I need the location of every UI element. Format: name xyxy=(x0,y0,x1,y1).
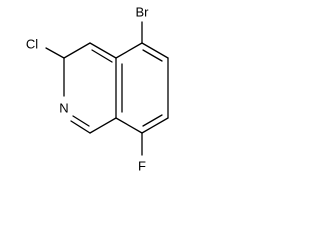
atom-label-bromine: Br xyxy=(136,5,150,20)
bond-c4a-c5 xyxy=(115,42,143,59)
bond-c4-c4a-outer xyxy=(89,42,117,59)
atom-label-chlorine: Cl xyxy=(26,37,38,52)
bond-c4-c4a-inner xyxy=(91,49,113,63)
atom-label-nitrogen: N xyxy=(59,101,68,116)
bond-c5-c6-outer xyxy=(141,42,169,59)
bond-c3-cl xyxy=(45,47,65,59)
bond-c1-n2-outer xyxy=(70,120,91,134)
bond-c1-n2-inner xyxy=(72,115,90,127)
atom-label-fluorine: F xyxy=(138,159,146,174)
molecule-diagram: Br Cl N F xyxy=(26,5,169,174)
bond-c8a-c1 xyxy=(89,117,117,134)
bond-c3-c4 xyxy=(63,42,91,59)
bond-c8-c8a xyxy=(115,117,143,134)
bond-c5-c6-inner xyxy=(142,49,163,62)
bond-c7-c8-outer xyxy=(141,117,169,134)
bond-c7-c8-inner xyxy=(142,114,163,127)
